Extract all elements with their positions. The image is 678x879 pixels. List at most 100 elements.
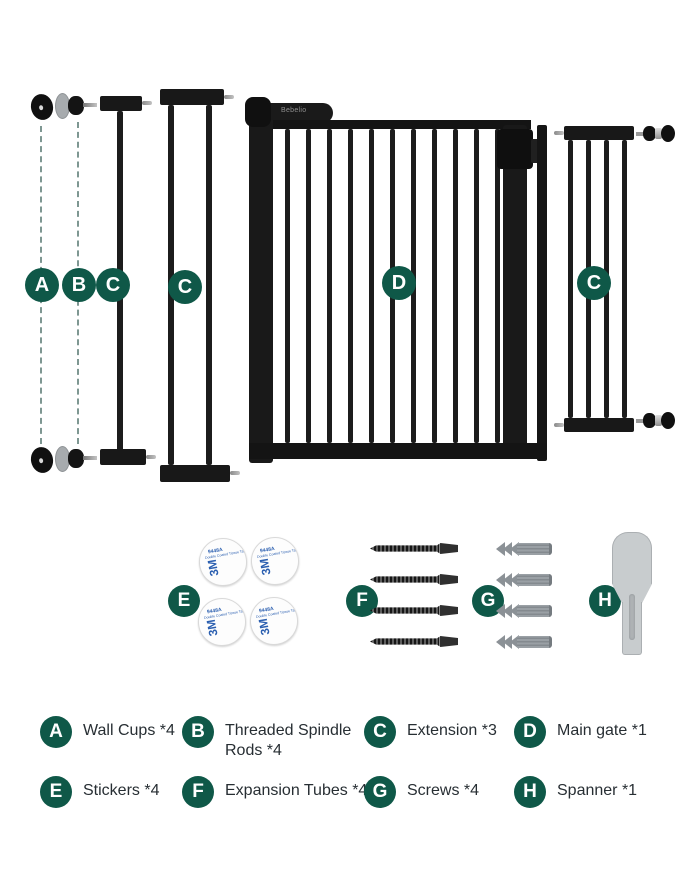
legend-item-spindle-rods: B Threaded Spindle Rods *4 xyxy=(182,716,375,761)
extension-top-bracket xyxy=(564,126,634,140)
legend-label: Spanner *1 xyxy=(557,782,638,799)
legend-badge: F xyxy=(182,776,214,808)
anchor-fin xyxy=(496,604,505,618)
screw-icon xyxy=(370,636,458,647)
badge-letter: C xyxy=(586,271,602,294)
gate-latch xyxy=(497,129,533,169)
legend-label: Wall Cups *4 xyxy=(83,722,175,739)
badge-letter: B xyxy=(71,273,87,296)
gate-bar xyxy=(453,129,458,443)
legend-item-expansion-tubes: F Expansion Tubes *4 xyxy=(182,776,367,808)
legend-letter: B xyxy=(191,721,205,742)
sticker-logo: 3M xyxy=(204,558,222,578)
spindle-rod-icon xyxy=(83,103,97,107)
cup-hole xyxy=(38,104,44,111)
screw-icon xyxy=(370,574,458,585)
sticker-logo: 3M xyxy=(256,557,274,577)
diagram-badge-e: E xyxy=(168,585,200,617)
gate-left-post xyxy=(249,119,273,463)
legend-item-spanner: H Spanner *1 xyxy=(514,776,637,808)
gate-bar xyxy=(285,129,290,443)
gate-bar xyxy=(495,129,500,443)
legend-badge: E xyxy=(40,776,72,808)
spanner-slot xyxy=(629,594,635,640)
anchor-fin xyxy=(496,542,505,556)
anchor-body xyxy=(517,636,552,648)
wall-cup-icon xyxy=(28,444,56,476)
diagram-badge-f: F xyxy=(346,585,378,617)
gate-handle-cap xyxy=(245,97,271,127)
bracket-pin xyxy=(554,423,564,427)
legend-letter: E xyxy=(49,781,63,802)
gate-bar xyxy=(327,129,332,443)
collar-icon xyxy=(655,128,662,139)
extension-top-bracket xyxy=(160,89,224,105)
sticker-icon: 9448A Double Coated Tissue Tape 3M xyxy=(246,593,302,649)
badge-letter: H xyxy=(598,590,612,611)
legend-badge: D xyxy=(514,716,546,748)
extension-bottom-bracket xyxy=(564,418,634,432)
gate-bar xyxy=(369,129,374,443)
legend-letter: C xyxy=(373,721,387,742)
wall-cup-icon xyxy=(661,412,675,429)
diagram-badge-c: C xyxy=(96,268,130,302)
sticker-icon: 9448A Double Coated Tissue Tape 3M xyxy=(194,594,250,650)
spindle-rod-icon xyxy=(83,456,97,460)
screw-icon xyxy=(370,543,458,554)
knob-icon xyxy=(643,126,656,141)
diagram-badge-c: C xyxy=(168,270,202,304)
anchor-body xyxy=(517,574,552,586)
diagram-badge-g: G xyxy=(472,585,504,617)
legend-label: Extension *3 xyxy=(407,722,497,739)
legend-letter: G xyxy=(372,781,388,802)
anchor-fin xyxy=(503,542,512,556)
anchor-fin xyxy=(503,635,512,649)
gate-bottom-rail xyxy=(249,443,547,459)
gate-right-post xyxy=(503,125,527,459)
extension-top-bracket xyxy=(100,96,142,111)
badge-letter: C xyxy=(177,275,193,298)
anchor-fin xyxy=(510,635,519,649)
anchor-fin xyxy=(510,542,519,556)
screw-icon xyxy=(370,605,458,616)
legend-item-extension: C Extension *3 xyxy=(364,716,497,748)
extension-bar xyxy=(568,140,573,418)
cup-hole xyxy=(38,457,44,464)
expansion-tube-icon xyxy=(496,635,552,649)
anchor-fin xyxy=(510,604,519,618)
brand-label: Bebelio xyxy=(281,107,307,114)
knob-icon xyxy=(643,413,656,428)
badge-letter: F xyxy=(356,590,368,611)
legend-badge: A xyxy=(40,716,72,748)
anchor-body xyxy=(517,543,552,555)
spanner-blade xyxy=(612,532,652,585)
rod-icon xyxy=(636,132,645,136)
main-gate: Bebelio xyxy=(245,95,547,467)
bracket-pin xyxy=(146,455,156,459)
anchor-fin xyxy=(496,635,505,649)
anchor-fin xyxy=(503,604,512,618)
legend-label: Threaded Spindle Rods *4 xyxy=(225,722,352,759)
bracket-pin xyxy=(554,131,564,135)
sticker-logo: 3M xyxy=(203,618,221,638)
sticker-logo: 3M xyxy=(255,617,273,637)
spindle-knob-icon xyxy=(68,449,84,468)
expansion-tube-icon xyxy=(496,542,552,556)
badge-letter: D xyxy=(391,271,407,294)
sticker-icon: 9448A Double Coated Tissue Tape 3M xyxy=(247,533,303,589)
expansion-tube-icon xyxy=(496,604,552,618)
diagram-badge-d: D xyxy=(382,266,416,300)
legend-item-screws: G Screws *4 xyxy=(364,776,479,808)
legend-badge: H xyxy=(514,776,546,808)
diagram-badge-c: C xyxy=(577,266,611,300)
diagram-badge-b: B xyxy=(62,268,96,302)
extension-bottom-bracket xyxy=(100,449,146,465)
anchor-fin xyxy=(503,573,512,587)
legend-item-wall-cups: A Wall Cups *4 xyxy=(40,716,175,748)
gate-bar xyxy=(348,129,353,443)
spanner-icon xyxy=(612,532,652,656)
extension-large xyxy=(554,118,676,448)
gate-top-rail xyxy=(273,120,531,129)
legend-badge: C xyxy=(364,716,396,748)
